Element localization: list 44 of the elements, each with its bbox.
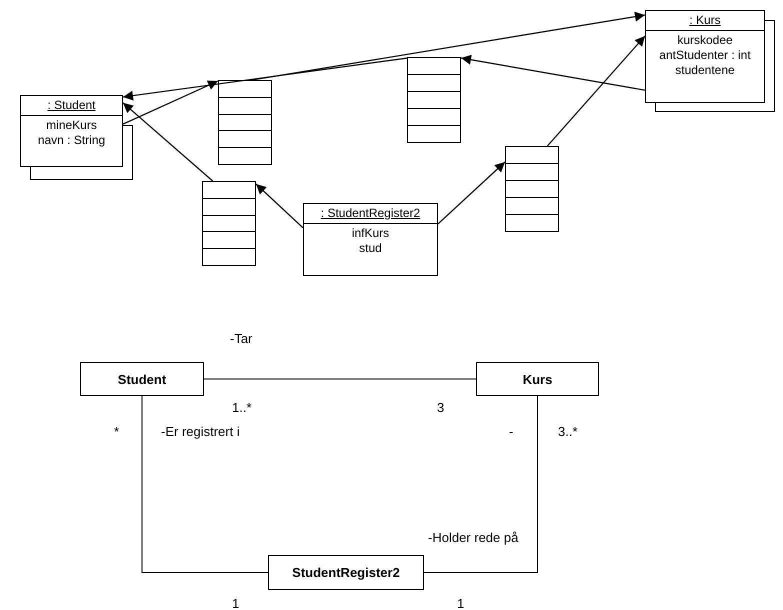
association-label: -Holder rede på <box>428 530 518 545</box>
object-box <box>20 95 123 167</box>
array-box <box>202 181 256 266</box>
attribute-name: studentene <box>675 63 735 78</box>
attribute-name: mineKurs <box>46 118 97 133</box>
association-label: - <box>509 424 514 439</box>
attribute-name: infKurs <box>352 226 390 241</box>
association-line <box>424 396 538 573</box>
arrow <box>546 36 646 146</box>
attribute-name: navn : String <box>38 133 106 148</box>
array-box <box>407 57 461 143</box>
arrow <box>460 54 646 91</box>
object-name: : Student <box>47 98 96 112</box>
arrow <box>256 184 304 228</box>
class-name: Student <box>118 372 166 386</box>
array-box <box>218 80 272 165</box>
association-label: 1 <box>232 596 240 610</box>
association-label: -Er registrert i <box>161 424 240 439</box>
object-name: : StudentRegister2 <box>320 206 420 220</box>
object-box <box>303 203 438 276</box>
class-name: StudentRegister2 <box>292 565 400 580</box>
arrow <box>122 58 408 101</box>
association-label: 3 <box>437 400 444 415</box>
class-name: Kurs <box>522 372 552 386</box>
object-box <box>645 10 765 103</box>
association-label: -Tar <box>230 331 252 346</box>
array-box <box>505 146 559 232</box>
association-label: 1..* <box>232 400 252 415</box>
attribute-name: kurskodee <box>677 33 733 48</box>
arrow <box>438 162 506 224</box>
class-box <box>268 555 424 590</box>
association-label: 3..* <box>558 424 578 439</box>
object-name: : Kurs <box>689 13 721 27</box>
arrow <box>122 102 214 182</box>
association-line <box>142 396 268 573</box>
association-line <box>204 378 476 380</box>
arrow <box>122 80 218 125</box>
class-box <box>476 362 599 396</box>
class-box <box>80 362 204 396</box>
attribute-name: stud <box>359 241 382 256</box>
association-label: * <box>114 424 120 439</box>
attribute-name: antStudenter : int <box>659 48 751 63</box>
arrow <box>252 12 646 81</box>
association-label: 1 <box>457 596 464 610</box>
